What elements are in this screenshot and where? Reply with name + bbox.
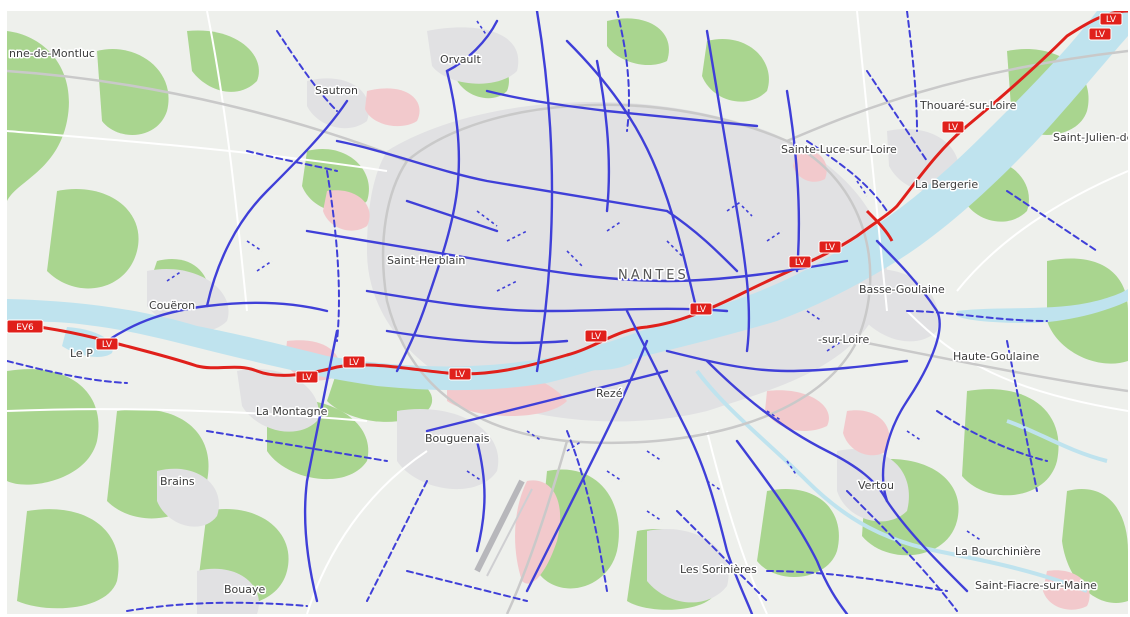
place-bouguenais: Bouguenais bbox=[425, 432, 490, 445]
route-shield-ev6[interactable]: EV6 bbox=[7, 319, 44, 334]
place-la-chapelle: nne-de-Montluc bbox=[9, 47, 95, 60]
sevre-river bbox=[695, 369, 1108, 593]
map-canvas[interactable]: nne-de-Montluc Orvault Sautron Thouaré-s… bbox=[7, 11, 1128, 614]
route-shield-lv[interactable]: LV bbox=[95, 337, 119, 351]
svg-text:LV: LV bbox=[302, 373, 313, 383]
route-shield-lv[interactable]: LV bbox=[1088, 27, 1112, 41]
place-reze: Rezé bbox=[596, 387, 623, 400]
place-la-bergerie: La Bergerie bbox=[915, 178, 978, 191]
place-les-sorinieres: Les Sorinières bbox=[680, 563, 757, 576]
route-shield-lv[interactable]: LV bbox=[689, 302, 713, 316]
route-shield-lv[interactable]: LV bbox=[941, 120, 965, 134]
cycle-routes bbox=[105, 11, 969, 614]
major-roads bbox=[7, 49, 1128, 614]
route-shield-lv[interactable]: LV bbox=[295, 370, 319, 384]
place-thouare: Thouaré-sur-Loire bbox=[919, 99, 1017, 112]
route-shield-lv[interactable]: LV bbox=[342, 355, 366, 369]
place-bouaye: Bouaye bbox=[224, 583, 265, 596]
place-coueron: Couëron bbox=[149, 299, 195, 312]
place-saint-fiacre: Saint-Fiacre-sur-Maine bbox=[975, 579, 1097, 592]
route-shields: EV6 LV LV LV LV LV LV LV bbox=[7, 12, 1123, 384]
place-vertou: Vertou bbox=[858, 479, 894, 492]
place-le-pellerin: Le P bbox=[70, 347, 93, 360]
place-saint-herblain: Saint-Herblain bbox=[387, 254, 465, 267]
place-sainte-luce: Sainte-Luce-sur-Loire bbox=[781, 143, 897, 156]
place-labels: nne-de-Montluc Orvault Sautron Thouaré-s… bbox=[8, 46, 1129, 598]
airport-runway bbox=[474, 479, 533, 577]
svg-text:LV: LV bbox=[102, 340, 113, 350]
route-shield-lv[interactable]: LV bbox=[448, 367, 472, 381]
place-la-montagne: La Montagne bbox=[256, 405, 328, 418]
cycle-routes-dashed bbox=[7, 11, 1098, 612]
route-shield-lv[interactable]: LV bbox=[818, 240, 842, 254]
route-shield-lv[interactable]: LV bbox=[584, 329, 608, 343]
svg-text:EV6: EV6 bbox=[16, 323, 34, 333]
svg-text:LV: LV bbox=[1106, 15, 1117, 25]
svg-text:LV: LV bbox=[948, 123, 959, 133]
svg-text:LV: LV bbox=[696, 305, 707, 315]
svg-text:LV: LV bbox=[825, 243, 836, 253]
place-la-bourchiniere: La Bourchinière bbox=[955, 545, 1041, 558]
place-sautron: Sautron bbox=[315, 84, 358, 97]
svg-text:LV: LV bbox=[349, 358, 360, 368]
svg-text:LV: LV bbox=[455, 370, 466, 380]
place-haute-goulaine: Haute-Goulaine bbox=[953, 350, 1039, 363]
place-orvault: Orvault bbox=[440, 53, 481, 66]
place-nantes: NANTES bbox=[618, 268, 689, 283]
place-basse-goulaine: Basse-Goulaine bbox=[859, 283, 945, 296]
svg-text:LV: LV bbox=[1095, 30, 1106, 40]
place-saint-julien: Saint-Julien-de bbox=[1053, 131, 1128, 144]
cycle-track-fragments bbox=[166, 20, 983, 542]
route-shield-lv[interactable]: LV bbox=[788, 255, 812, 269]
place-brains: Brains bbox=[160, 475, 195, 488]
route-shield-lv[interactable]: LV bbox=[1099, 12, 1123, 26]
place-saint-sebastien: -sur-Loire bbox=[818, 333, 869, 346]
svg-text:LV: LV bbox=[795, 258, 806, 268]
map-viewport[interactable]: nne-de-Montluc Orvault Sautron Thouaré-s… bbox=[7, 11, 1128, 614]
svg-text:LV: LV bbox=[591, 332, 602, 342]
